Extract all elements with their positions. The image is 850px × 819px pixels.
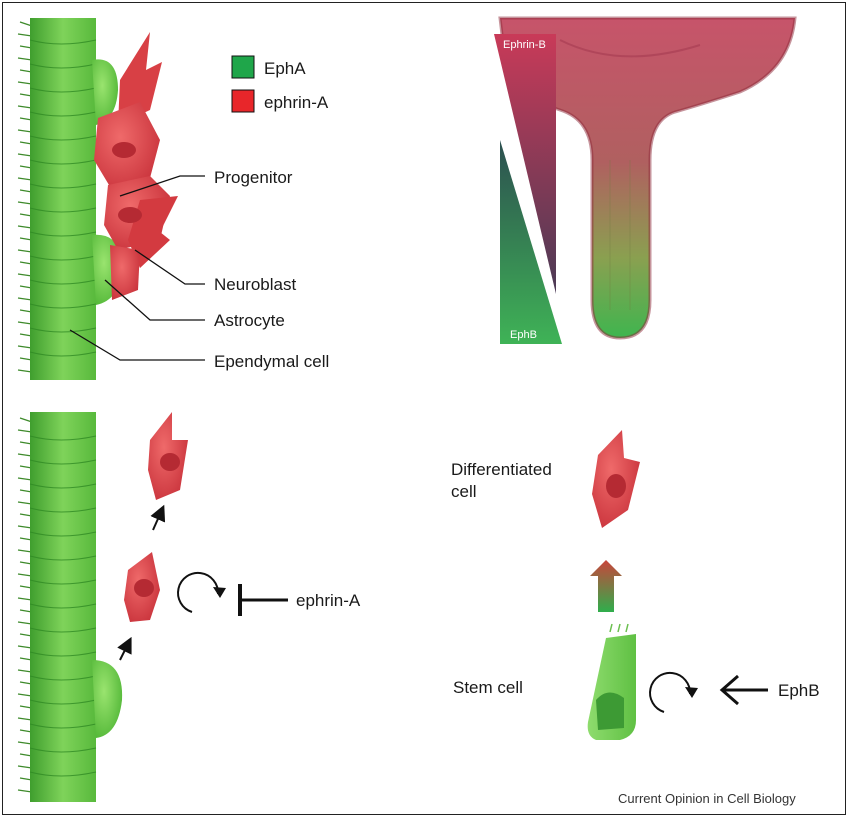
legend: EphA ephrin-A bbox=[231, 55, 329, 113]
red-cell-cluster bbox=[94, 32, 178, 300]
label-ependymal-cell: Ependymal cell bbox=[214, 352, 329, 371]
label-ephrin-b: Ephrin-B bbox=[503, 39, 546, 51]
intestinal-crypt bbox=[498, 16, 797, 340]
migration-arrow-upper bbox=[150, 504, 166, 531]
label-astrocyte: Astrocyte bbox=[214, 311, 285, 330]
ephb-gradient-triangle bbox=[500, 140, 562, 344]
label-ephb-gradient: EphB bbox=[510, 329, 537, 341]
activation-arrow-icon bbox=[719, 674, 768, 706]
label-progenitor: Progenitor bbox=[214, 168, 293, 187]
label-ephb-activator: EphB bbox=[778, 681, 820, 700]
label-ephrin-a-inhibitor: ephrin-A bbox=[296, 591, 361, 610]
proliferation-cycle-icon bbox=[177, 571, 226, 613]
migration-arrow-lower bbox=[117, 636, 132, 661]
label-differentiated-line1: Differentiated bbox=[451, 460, 552, 479]
stem-cell bbox=[587, 623, 636, 740]
legend-label-ephrin-a: ephrin-A bbox=[264, 93, 329, 112]
top-left-leader-lines bbox=[69, 175, 205, 361]
inhibition-bar-icon bbox=[238, 584, 288, 616]
self-renewal-cycle-icon bbox=[649, 671, 698, 713]
label-stem-cell: Stem cell bbox=[453, 678, 523, 697]
migrating-neuroblast-lower bbox=[124, 552, 160, 622]
legend-label-epha: EphA bbox=[264, 59, 306, 78]
ventricle-wall-bottom bbox=[17, 412, 123, 802]
label-neuroblast: Neuroblast bbox=[214, 275, 296, 294]
legend-swatch-epha bbox=[231, 55, 255, 79]
journal-credit: Current Opinion in Cell Biology bbox=[618, 791, 796, 806]
migrating-neuroblast-upper bbox=[148, 412, 188, 500]
differentiated-cell bbox=[592, 430, 640, 528]
differentiation-arrow bbox=[590, 560, 622, 612]
legend-swatch-ephrin-a bbox=[231, 89, 255, 113]
ephrin-b-gradient-triangle bbox=[494, 34, 556, 294]
ventricle-wall-top bbox=[17, 18, 122, 380]
gradient-indicator: Ephrin-B EphB bbox=[494, 34, 562, 344]
label-differentiated-line2: cell bbox=[451, 482, 477, 501]
